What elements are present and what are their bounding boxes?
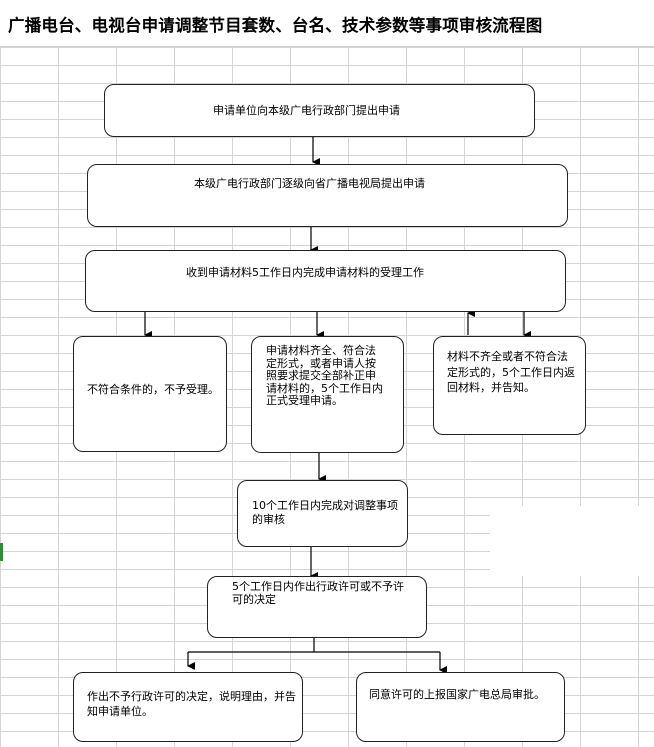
step-permit-decision: 5个工作日内作出行政许可或不予许可的决定 bbox=[207, 576, 427, 638]
title-row: 广播电台、电视台申请调整节目套数、台名、技术参数等事项审核流程图 bbox=[0, 0, 654, 47]
step-reject-unqualified: 不符合条件的，不予受理。 bbox=[73, 336, 227, 452]
row-selection-marker bbox=[0, 543, 3, 561]
step-review-adjustment: 10个工作日内完成对调整事项的审核 bbox=[237, 480, 408, 547]
step-accept-materials: 收到申请材料5工作日内完成申请材料的受理工作 bbox=[85, 250, 566, 312]
step-formal-acceptance: 申请材料齐全、符合法定形式，或者申请人按照要求提交全部补正申请材料的，5个工作日… bbox=[251, 336, 404, 453]
step-deny-permit: 作出不予行政许可的决定，说明理由，并告知申请单位。 bbox=[73, 672, 303, 742]
step-return-materials: 材料不齐全或者不符合法定形式的，5个工作日内返回材料，并告知。 bbox=[433, 336, 586, 435]
page-title: 广播电台、电视台申请调整节目套数、台名、技术参数等事项审核流程图 bbox=[8, 16, 543, 35]
blank-cell-area bbox=[490, 506, 654, 576]
step-report-approval: 同意许可的上报国家广电总局审批。 bbox=[356, 672, 565, 742]
step-forward-to-province: 本级广电行政部门逐级向省广播电视局提出申请 bbox=[87, 164, 568, 227]
step-submit-application: 申请单位向本级广电行政部门提出申请 bbox=[104, 84, 535, 137]
